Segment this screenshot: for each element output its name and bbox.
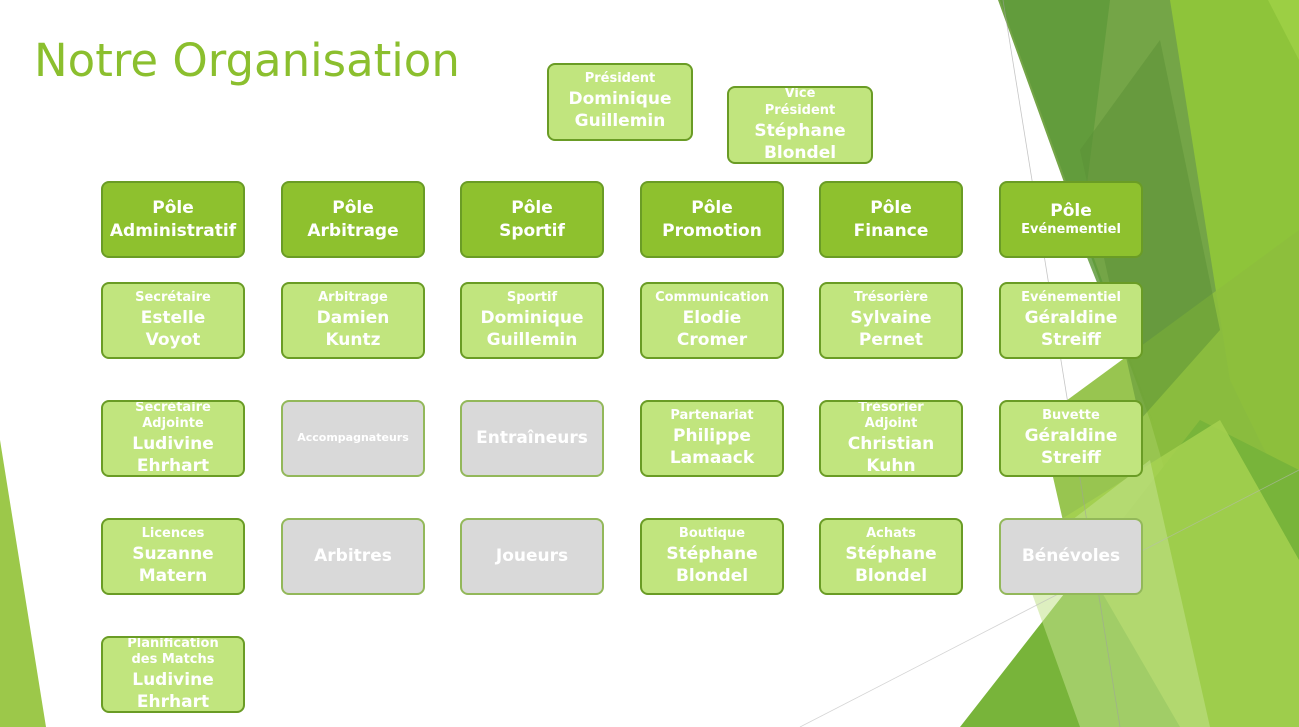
- entraineurs-box: Entraîneurs: [460, 400, 604, 477]
- pole-sportif: Pôle Sportif: [460, 181, 604, 258]
- person-first-name: Elodie: [682, 307, 742, 328]
- person-first-name: Suzanne: [132, 543, 214, 564]
- person-first-name: Ludivine: [132, 670, 214, 691]
- arbitres-box: Arbitres: [281, 518, 425, 595]
- pole-label-line2: Promotion: [662, 220, 762, 241]
- person-first-name: Philippe: [673, 425, 751, 446]
- pole-label-line2: Finance: [853, 220, 929, 241]
- arbitres-label: Arbitres: [314, 545, 392, 566]
- role-label-line1: Trésorier: [858, 400, 924, 415]
- person-last-name: Blondel: [675, 565, 749, 586]
- person-last-name: Guillemin: [486, 329, 578, 350]
- role-label: Arbitrage: [318, 289, 388, 305]
- vice-president-role-line1: Vice: [784, 86, 816, 102]
- person-last-name: Voyot: [145, 329, 201, 350]
- person-first-name: Géraldine: [1024, 425, 1118, 446]
- role-label: Partenariat: [670, 407, 754, 423]
- pole-label-line2: Administratif: [109, 220, 237, 241]
- entraineurs-label: Entraîneurs: [476, 427, 588, 448]
- pole-label-line1: Pôle: [511, 198, 553, 219]
- pole-label-line2: Sportif: [499, 220, 565, 241]
- secretaire-box: Secrétaire Estelle Voyot: [101, 282, 245, 359]
- pole-label-line1: Pôle: [332, 198, 374, 219]
- licences-box: Licences Suzanne Matern: [101, 518, 245, 595]
- person-last-name: Kuhn: [866, 456, 916, 477]
- person-last-name: Streiff: [1041, 329, 1101, 350]
- buvette-box: Buvette Géraldine Streiff: [999, 400, 1143, 477]
- vice-president-first-name: Stéphane: [754, 120, 846, 141]
- tresoriere-box: Trésorière Sylvaine Pernet: [819, 282, 963, 359]
- accompagnateurs-box: Accompagnateurs: [281, 400, 425, 477]
- pole-label-line2: Arbitrage: [307, 220, 399, 241]
- arbitrage-box: Arbitrage Damien Kuntz: [281, 282, 425, 359]
- person-first-name: Estelle: [140, 307, 206, 328]
- role-label: Evénementiel: [1021, 289, 1121, 305]
- role-label-line2: des Matchs: [131, 652, 215, 668]
- role-label-line2: Adjoint: [864, 416, 918, 432]
- role-label-line2: Adjointe: [142, 416, 204, 432]
- boutique-box: Boutique Stéphane Blondel: [640, 518, 784, 595]
- role-label-line1: Planification: [127, 636, 219, 651]
- person-last-name: Matern: [138, 565, 208, 586]
- planification-box: Planification des Matchs Ludivine Ehrhar…: [101, 636, 245, 713]
- person-last-name: Kuntz: [325, 329, 381, 350]
- person-first-name: Damien: [316, 307, 390, 328]
- page-title: Notre Organisation: [34, 34, 460, 87]
- person-first-name: Stéphane: [845, 543, 937, 564]
- benevoles-box: Bénévoles: [999, 518, 1143, 595]
- vice-president-box: Vice Président Stéphane Blondel: [727, 86, 873, 164]
- joueurs-label: Joueurs: [495, 545, 569, 566]
- person-first-name: Géraldine: [1024, 307, 1118, 328]
- pole-label-line1: Pôle: [1050, 201, 1092, 221]
- partenariat-box: Partenariat Philippe Lamaack: [640, 400, 784, 477]
- accompagnateurs-label: Accompagnateurs: [297, 431, 409, 445]
- person-last-name: Ehrhart: [136, 456, 210, 477]
- person-first-name: Ludivine: [132, 434, 214, 455]
- person-first-name: Dominique: [480, 307, 584, 328]
- role-label: Boutique: [678, 525, 746, 541]
- pole-label-line1: Pôle: [152, 198, 194, 219]
- secretaire-adjointe-box: Secrétaire Adjointe Ludivine Ehrhart: [101, 400, 245, 477]
- role-label: Secrétaire: [135, 289, 211, 305]
- pole-label-line1: Pôle: [691, 198, 733, 219]
- pole-administratif: Pôle Administratif: [101, 181, 245, 258]
- person-first-name: Stéphane: [666, 543, 758, 564]
- president-first-name: Dominique: [568, 89, 672, 110]
- pole-arbitrage: Pôle Arbitrage: [281, 181, 425, 258]
- role-label: Communication: [655, 289, 769, 305]
- role-label: Licences: [141, 525, 205, 541]
- person-last-name: Lamaack: [669, 447, 755, 468]
- pole-label-line1: Pôle: [870, 198, 912, 219]
- person-last-name: Ehrhart: [136, 692, 210, 713]
- pole-promotion: Pôle Promotion: [640, 181, 784, 258]
- pole-label-line2: Evénementiel: [1021, 222, 1121, 238]
- person-last-name: Cromer: [676, 329, 748, 350]
- role-label: Sportif: [506, 289, 558, 305]
- benevoles-label: Bénévoles: [1021, 545, 1121, 566]
- role-label-line1: Secrétaire: [135, 400, 211, 415]
- person-last-name: Pernet: [858, 329, 924, 350]
- person-first-name: Christian: [847, 434, 935, 455]
- achats-box: Achats Stéphane Blondel: [819, 518, 963, 595]
- person-first-name: Sylvaine: [850, 307, 932, 328]
- person-last-name: Blondel: [854, 565, 928, 586]
- role-label: Buvette: [1042, 407, 1100, 423]
- sportif-box: Sportif Dominique Guillemin: [460, 282, 604, 359]
- president-box: Président Dominique Guillemin: [547, 63, 693, 141]
- pole-finance: Pôle Finance: [819, 181, 963, 258]
- role-label: Trésorière: [853, 289, 929, 305]
- joueurs-box: Joueurs: [460, 518, 604, 595]
- president-last-name: Guillemin: [574, 111, 666, 132]
- tresorier-adjoint-box: Trésorier Adjoint Christian Kuhn: [819, 400, 963, 477]
- vice-president-last-name: Blondel: [763, 142, 837, 163]
- vice-president-role-line2: Président: [764, 102, 836, 118]
- person-last-name: Streiff: [1041, 447, 1101, 468]
- evenementiel-box: Evénementiel Géraldine Streiff: [999, 282, 1143, 359]
- role-label: Achats: [866, 525, 916, 541]
- communication-box: Communication Elodie Cromer: [640, 282, 784, 359]
- pole-evenementiel: Pôle Evénementiel: [999, 181, 1143, 258]
- president-role: Président: [584, 71, 656, 87]
